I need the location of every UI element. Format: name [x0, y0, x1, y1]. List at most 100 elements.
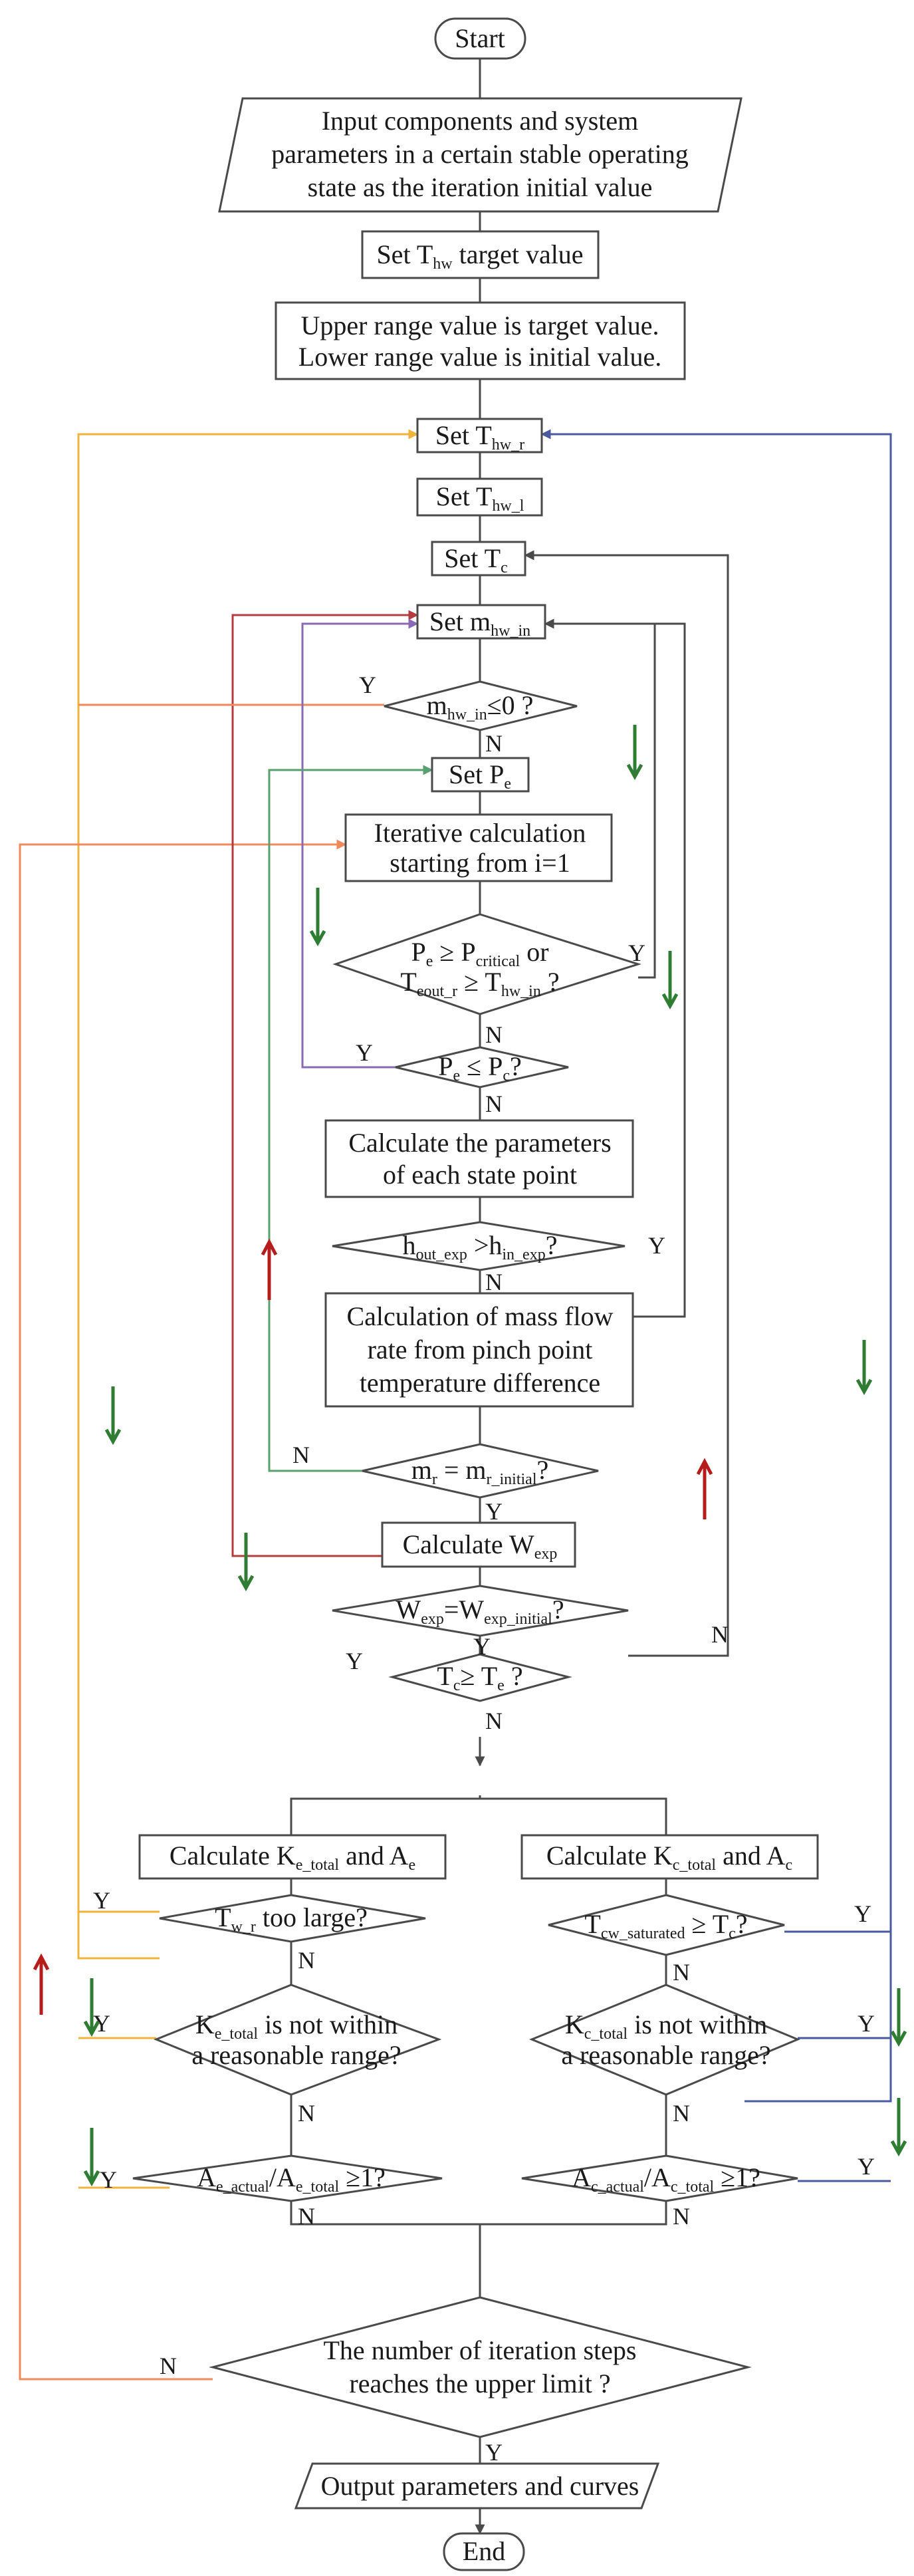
green-down-arrow: [890, 2098, 907, 2157]
decision-wexp-label: Wexp=Wexp_initial?: [396, 1595, 564, 1628]
decision-tcte: [388, 1653, 572, 1702]
label-pcrit-no: N: [485, 1021, 503, 1048]
set-mhw-node: [416, 604, 546, 640]
loop-grey-hout2: [625, 622, 686, 1318]
decision-mr-label: mr = mr_initial?: [411, 1455, 549, 1488]
decision-ac: [521, 2154, 798, 2202]
set-thwl-label: Set Thw_l: [436, 481, 524, 515]
label-ac-no: N: [673, 2203, 690, 2230]
red-up-arrow: [33, 1953, 50, 2015]
decision-mr: [362, 1443, 599, 1499]
loop-purple: [301, 618, 419, 1069]
end-label: End: [463, 2536, 505, 2566]
label-iter-no: N: [160, 2353, 177, 2379]
label-tcw-yes: Y: [854, 1900, 871, 1927]
decision-kc-line-2: a reasonable range?: [561, 2040, 770, 2070]
decision-twr: [159, 1894, 426, 1943]
loop-yellow: [77, 429, 419, 1960]
calc-kc-label: Calculate Kc_total and Ac: [546, 1841, 792, 1874]
set-tc-label: Set Tc: [444, 543, 507, 577]
label-iter-yes: Y: [485, 2439, 503, 2466]
flow-split: [290, 1795, 667, 1835]
label-mhw-yes: Y: [359, 672, 376, 698]
decision-tcw-label: Tcw_saturated ≥ Tc?: [584, 1909, 747, 1942]
output-label: Output parameters and curves: [321, 2471, 639, 2501]
mass-line-1: Calculation of mass flow: [346, 1301, 613, 1331]
input-line-1: Input components and system: [322, 106, 639, 136]
mass-line-2: rate from pinch point: [368, 1335, 593, 1364]
set-thwr-label: Set Thw_r: [435, 420, 524, 453]
loop-blue: [540, 429, 892, 2103]
decision-tcw: [548, 1894, 785, 1956]
start-node: [434, 17, 526, 60]
label-twr-yes: Y: [93, 1887, 110, 1914]
decision-ac-label: Ac_actual/Ac_total ≥1?: [572, 2162, 760, 2196]
label-pepc-yes: Y: [356, 1039, 373, 1066]
green-down-arrow: [890, 1988, 907, 2047]
calc-wexp-node: [381, 1521, 576, 1568]
green-down-arrow: [104, 1386, 122, 1446]
decision-mhw-label: mhw_in≤0 ?: [427, 690, 534, 723]
end-node: [443, 2532, 525, 2571]
loop-grey-wexp: [524, 550, 729, 1657]
decision-ke-line-2: a reasonable range?: [191, 2040, 401, 2070]
input-line-3: state as the iteration initial value: [308, 172, 653, 202]
set-thwr-node: [416, 418, 543, 453]
label-twr-no: N: [298, 1947, 315, 1974]
output-node: [294, 2462, 660, 2510]
label-mr-yes: Y: [485, 1498, 503, 1525]
decision-ae: [132, 2154, 443, 2202]
range-node: [275, 301, 686, 380]
green-down-arrow: [309, 888, 326, 947]
flow-left-col: [290, 1878, 667, 2297]
set-pe-label: Set Pe: [449, 759, 511, 793]
decision-iter-line-1: The number of iteration steps: [324, 2335, 637, 2365]
label-ke-no: N: [298, 2100, 315, 2126]
loop-grey-hout: [544, 618, 656, 979]
iter-line-2: starting from i=1: [390, 848, 570, 878]
calc-state-line-2: of each state point: [383, 1160, 577, 1190]
calc-wexp-label: Calculate Wexp: [403, 1529, 558, 1563]
decision-kc-line-1: Kc_total is not within: [565, 2009, 767, 2043]
label-ae-no: N: [298, 2203, 315, 2230]
loop-red: [231, 610, 419, 1557]
mass-line-3: temperature difference: [360, 1368, 600, 1398]
green-down-arrow: [237, 1533, 255, 1592]
decision-ke: [154, 1984, 442, 2096]
decision-twr-label: Tw_r too large?: [215, 1902, 368, 1936]
calc-ke-label: Calculate Ke_total and Ae: [170, 1841, 415, 1874]
red-up-arrow: [696, 1458, 713, 1519]
calc-ke-node: [138, 1834, 447, 1880]
label-ae-yes: Y: [100, 2166, 117, 2193]
green-down-arrow: [626, 725, 643, 781]
range-line-2: Lower range value is initial value.: [298, 342, 661, 372]
label-wexp-yes: Y: [473, 1633, 491, 1660]
decision-pcrit-line-2: Teout_r ≥ Thw_in ?: [400, 967, 559, 1000]
label-mr-no: N: [292, 1442, 310, 1468]
green-down-arrow: [83, 1978, 100, 2037]
set-target-node: [361, 230, 600, 279]
decision-ke-line-1: Ke_total is not within: [195, 2009, 398, 2043]
decision-tcte-label: Tc≥ Te ?: [437, 1661, 522, 1694]
set-tc-node: [431, 541, 526, 577]
green-down-arrow: [856, 1340, 873, 1396]
iter-line-1: Iterative calculation: [374, 818, 586, 848]
set-pe-node: [431, 757, 530, 793]
set-target-label: Set Thw target value: [376, 239, 583, 273]
iter-node: [344, 813, 613, 882]
set-mhw-label: Set mhw_in: [429, 606, 530, 640]
start-label: Start: [455, 23, 505, 53]
label-wexp-no: N: [711, 1621, 729, 1648]
decision-iter-line-2: reaches the upper limit ?: [349, 2369, 610, 2398]
set-thwl-node: [416, 477, 543, 517]
label-ac-yes: Y: [857, 2153, 875, 2180]
decision-hout: [332, 1221, 626, 1271]
decision-wexp: [332, 1585, 629, 1637]
label-tcw-no: N: [673, 1959, 690, 1986]
label-pcrit-yes: Y: [628, 940, 645, 966]
input-node: [218, 97, 743, 213]
red-up-arrow: [261, 1238, 278, 1300]
calc-kc-node: [520, 1834, 819, 1880]
green-down-arrow: [661, 951, 679, 1010]
